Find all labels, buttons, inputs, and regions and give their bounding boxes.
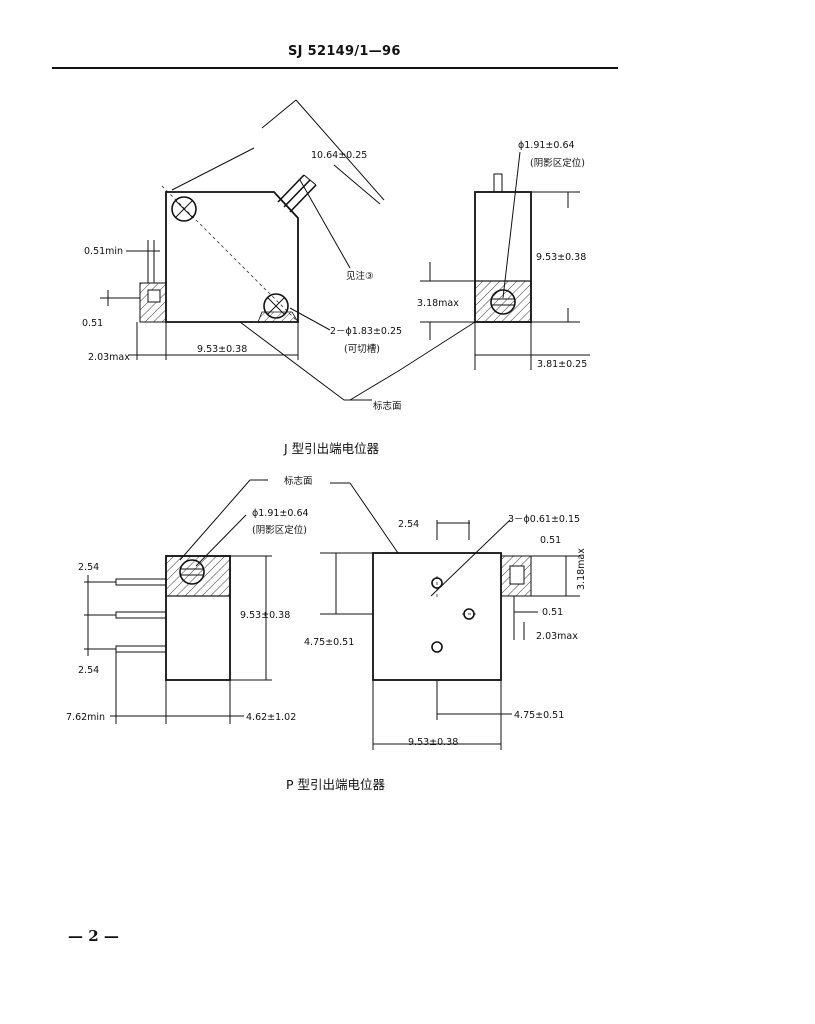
- p-mark-face-left: 标志面: [284, 475, 313, 487]
- j-front-view: [100, 99, 385, 401]
- figure-p-caption: P 型引出端电位器: [286, 777, 386, 792]
- p-dim-pitch-top: 2.54: [78, 562, 99, 573]
- j-dim-hole-note: (阴影区定位): [530, 157, 585, 169]
- j-dim-diag: 10.64±0.25: [311, 150, 367, 161]
- p-dim-h475: 4.75±0.51: [304, 637, 354, 648]
- figure-j-caption: J 型引出端电位器: [284, 441, 380, 456]
- header-rule: [52, 67, 618, 69]
- j-see-note: 见注③: [346, 270, 374, 282]
- j-dim-h318: 3.18max: [417, 298, 459, 309]
- j-dim-mount-holes: 2－ϕ1.83±0.25: [330, 326, 402, 337]
- p-dim-051-mid: 0.51: [542, 607, 563, 618]
- p-dim-pins: 3－ϕ0.61±0.15: [508, 514, 580, 525]
- p-dim-w953: 9.53±0.38: [408, 737, 458, 748]
- p-dim-254: 2.54: [398, 519, 419, 530]
- j-dim-h953: 9.53±0.38: [536, 252, 586, 263]
- p-dim-203max: 2.03max: [536, 631, 578, 642]
- j-mark-face: 标志面: [373, 400, 402, 412]
- p-side-view: [84, 479, 272, 724]
- j-dim-203max: 2.03max: [88, 352, 130, 363]
- j-dim-mount-note: (可切槽): [344, 343, 380, 355]
- p-front-body: [372, 552, 502, 681]
- j-dim-w381: 3.81±0.25: [537, 359, 587, 370]
- p-front-view: [320, 482, 580, 750]
- p-dim-hole-note: (阴影区定位): [252, 524, 307, 536]
- j-hole-upper: [171, 196, 197, 222]
- p-dim-762min: 7.62min: [66, 712, 105, 723]
- p-dim-462: 4.62±1.02: [246, 712, 296, 723]
- j-dim-051: 0.51: [82, 318, 103, 329]
- p-dim-051-top: 0.51: [540, 535, 561, 546]
- p-dim-w475: 4.75±0.51: [514, 710, 564, 721]
- page-number: — 2 —: [68, 927, 119, 945]
- document-number: SJ 52149/1—96: [288, 44, 401, 59]
- p-dim-h953: 9.53±0.38: [240, 610, 290, 621]
- j-side-view: [349, 151, 590, 401]
- j-dim-051min: 0.51min: [84, 246, 123, 257]
- p-dim-h318: 3.18max: [576, 548, 587, 590]
- j-dim-hole-dia: ϕ1.91±0.64: [518, 140, 575, 151]
- p-dim-pitch-bottom: 2.54: [78, 665, 99, 676]
- p-dim-hole-dia: ϕ1.91±0.64: [252, 508, 309, 519]
- j-dim-w953: 9.53±0.38: [197, 344, 247, 355]
